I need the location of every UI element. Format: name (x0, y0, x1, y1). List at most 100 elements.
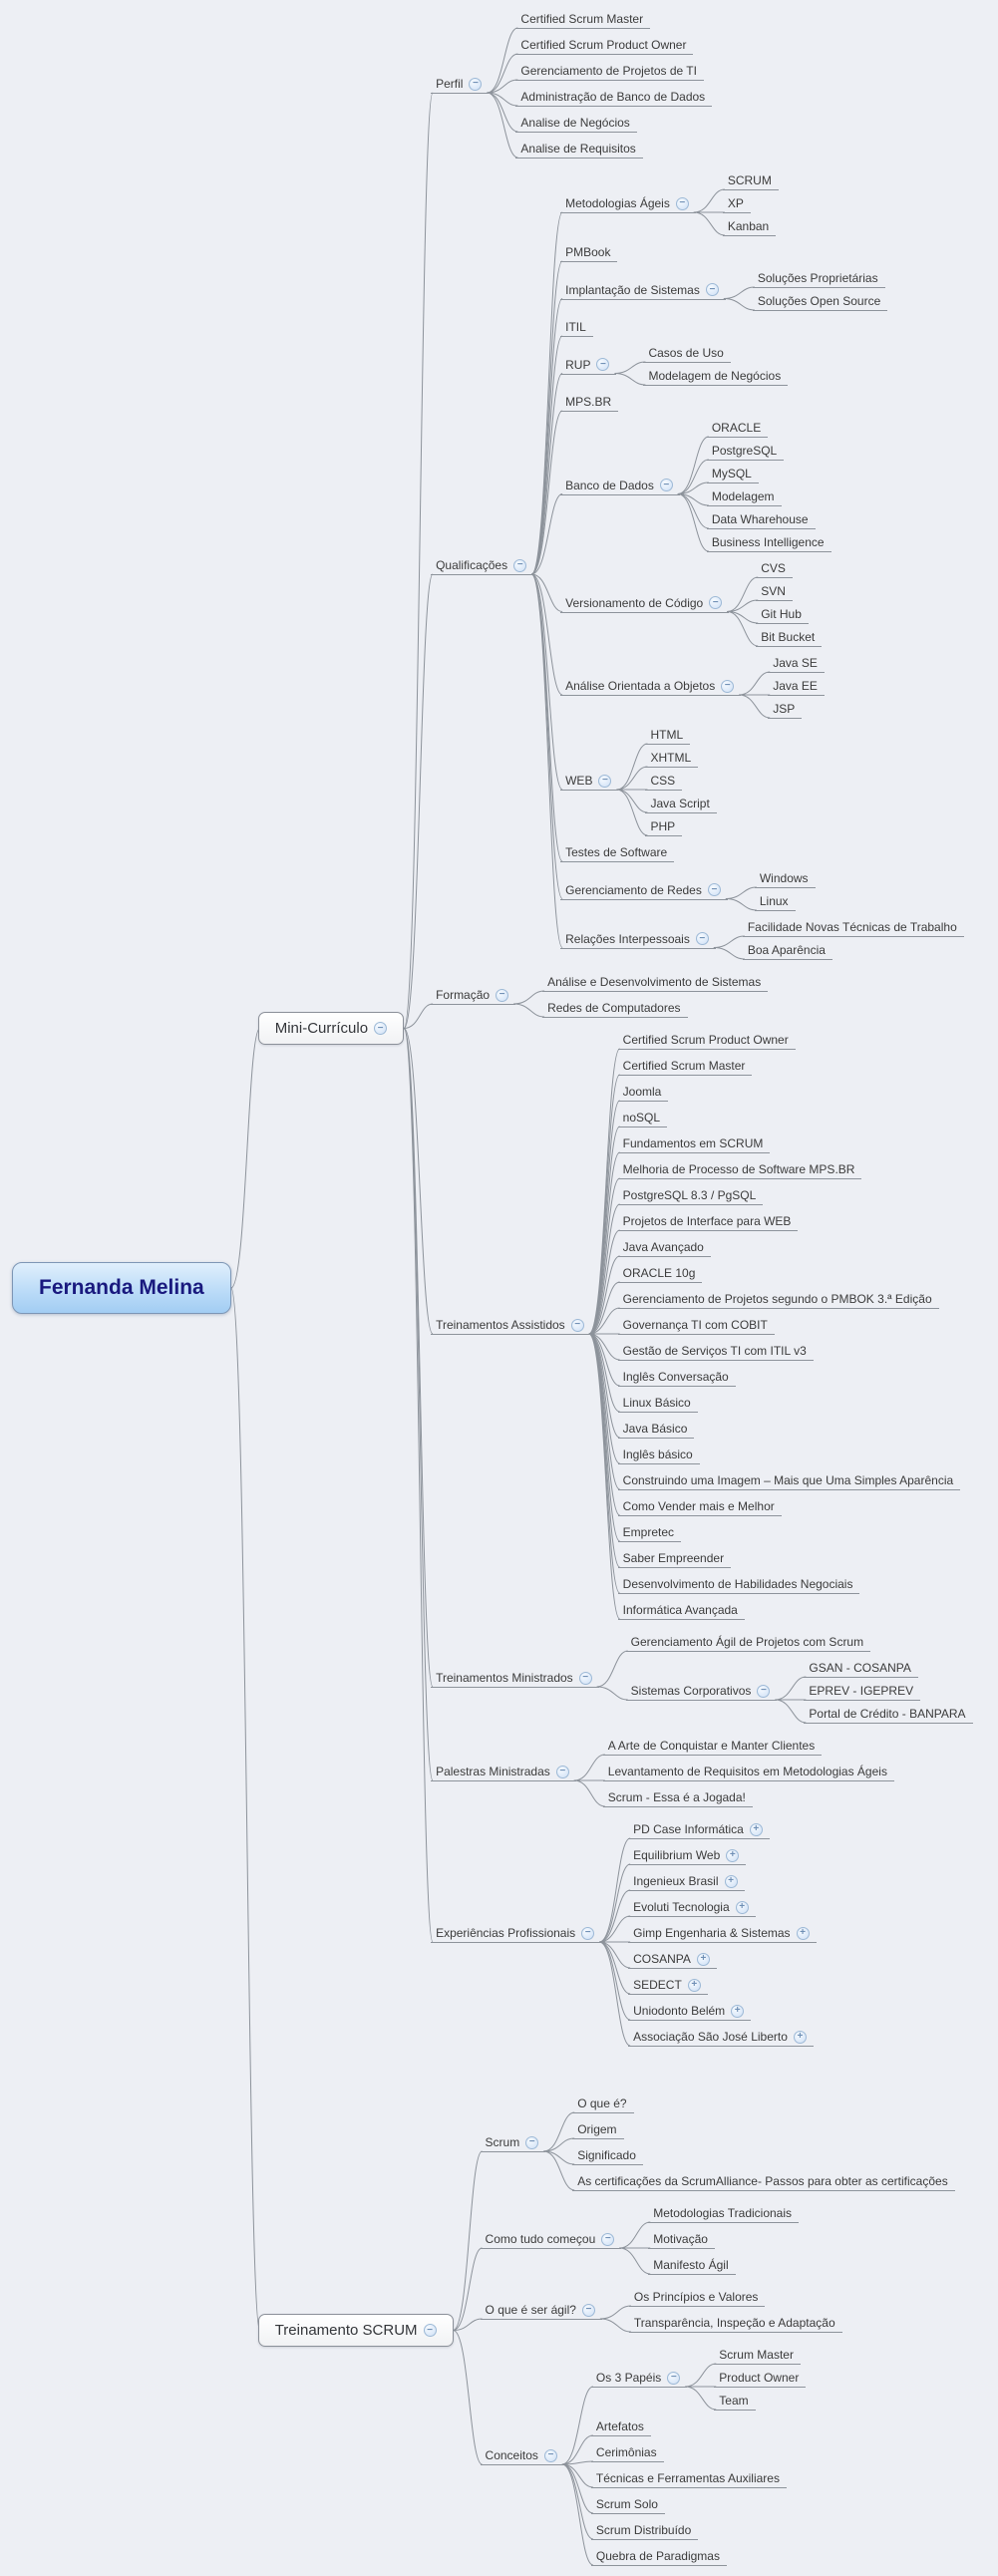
node-ingles-basico[interactable]: Inglês básico (617, 1447, 700, 1464)
node-os-principios-e-valores[interactable]: Os Princípios e Valores (628, 2289, 766, 2307)
node-relacoes-interpessoais[interactable]: Relações Interpessoais− (560, 931, 716, 949)
collapse-icon[interactable]: − (469, 77, 483, 91)
node-bit-bucket[interactable]: Bit Bucket (756, 629, 823, 647)
node-como-vender-mais-e-melhor[interactable]: Como Vender mais e Melhor (617, 1498, 782, 1516)
node-analise-orientada-a-objetos[interactable]: Análise Orientada a Objetos− (560, 678, 742, 696)
node-mini-curriculo[interactable]: Mini-Currículo− (257, 1012, 405, 1045)
node-ingenieux-brasil[interactable]: Ingenieux Brasil+ (628, 1873, 745, 1891)
node-java-script[interactable]: Java Script (645, 796, 717, 813)
node-java-se[interactable]: Java SE (768, 655, 825, 673)
collapse-icon[interactable]: − (596, 358, 610, 371)
collapse-icon[interactable]: − (695, 932, 709, 945)
node-o-que-e[interactable]: O que é? (572, 2095, 634, 2113)
node-cosanpa[interactable]: COSANPA+ (628, 1951, 717, 1969)
collapse-icon[interactable]: − (496, 988, 509, 1002)
node-quebra-de-paradigmas[interactable]: Quebra de Paradigmas (590, 2548, 727, 2566)
node-eprev-igeprev[interactable]: EPREV - IGEPREV (804, 1683, 921, 1701)
node-certified-scrum-master[interactable]: Certified Scrum Master (617, 1058, 753, 1076)
node-levantamento-de-requisitos-em-metodologias-ageis[interactable]: Levantamento de Requisitos em Metodologi… (602, 1764, 894, 1781)
node-analise-e-desenvolvimento-de-sistemas[interactable]: Análise e Desenvolvimento de Sistemas (542, 974, 769, 992)
node-windows[interactable]: Windows (754, 870, 816, 888)
node-oracle[interactable]: ORACLE (706, 420, 769, 438)
node-gsan-cosanpa[interactable]: GSAN - COSANPA (804, 1660, 918, 1678)
node-palestras-ministradas[interactable]: Palestras Ministradas− (431, 1764, 576, 1781)
node-metodologias-tradicionais[interactable]: Metodologias Tradicionais (648, 2205, 800, 2223)
collapse-icon[interactable]: − (513, 558, 527, 572)
node-as-certificacoes-da-scrumalliance-passos-para-ob[interactable]: As certificações da ScrumAlliance- Passo… (572, 2173, 955, 2191)
node-gerenciamento-agil-de-projetos-com-scrum[interactable]: Gerenciamento Ágil de Projetos com Scrum (625, 1634, 871, 1652)
expand-icon[interactable]: + (687, 1978, 701, 1992)
node-gestao-de-servicos-ti-com-itil-v3[interactable]: Gestão de Serviços TI com ITIL v3 (617, 1343, 814, 1361)
node-significado[interactable]: Significado (572, 2147, 643, 2165)
node-testes-de-software[interactable]: Testes de Software (560, 844, 675, 862)
node-metodologias-ageis[interactable]: Metodologias Ágeis− (560, 195, 696, 213)
node-git-hub[interactable]: Git Hub (756, 606, 809, 624)
node-casos-de-uso[interactable]: Casos de Uso (643, 345, 731, 363)
node-data-wharehouse[interactable]: Data Wharehouse (706, 511, 816, 529)
node-php[interactable]: PHP (645, 818, 683, 836)
node-facilidade-novas-tecnicas-de-trabalho[interactable]: Facilidade Novas Técnicas de Trabalho (742, 919, 964, 937)
node-formacao[interactable]: Formação− (431, 987, 516, 1005)
expand-icon[interactable]: + (731, 2004, 745, 2018)
node-governanca-ti-com-cobit[interactable]: Governança TI com COBIT (617, 1317, 775, 1335)
node-nosql[interactable]: noSQL (617, 1110, 668, 1127)
node-product-owner[interactable]: Product Owner (714, 2370, 807, 2388)
node-business-intelligence[interactable]: Business Intelligence (706, 534, 832, 552)
node-kanban[interactable]: Kanban (722, 218, 777, 236)
node-pmbook[interactable]: PMBook (560, 244, 618, 262)
node-transparencia-inspecao-e-adaptacao[interactable]: Transparência, Inspeção e Adaptação (628, 2315, 842, 2333)
node-uniodonto-belem[interactable]: Uniodonto Belém+ (628, 2003, 752, 2021)
node-jsp[interactable]: JSP (768, 701, 803, 719)
node-projetos-de-interface-para-web[interactable]: Projetos de Interface para WEB (617, 1213, 799, 1231)
node-joomla[interactable]: Joomla (617, 1084, 669, 1102)
node-certified-scrum-master[interactable]: Certified Scrum Master (515, 11, 651, 29)
collapse-icon[interactable]: − (581, 1926, 595, 1940)
collapse-icon[interactable]: − (374, 1022, 388, 1035)
expand-icon[interactable]: + (749, 1822, 763, 1836)
collapse-icon[interactable]: − (598, 774, 612, 788)
node-redes-de-computadores[interactable]: Redes de Computadores (542, 1000, 688, 1018)
node-perfil[interactable]: Perfil− (431, 76, 490, 94)
expand-icon[interactable]: + (696, 1952, 710, 1966)
node-informatica-avancada[interactable]: Informática Avançada (617, 1602, 745, 1620)
collapse-icon[interactable]: − (578, 1671, 592, 1685)
collapse-icon[interactable]: − (581, 2303, 595, 2317)
node-scrum-master[interactable]: Scrum Master (714, 2347, 801, 2365)
expand-icon[interactable]: + (793, 2030, 807, 2044)
node-desenvolvimento-de-habilidades-negociais[interactable]: Desenvolvimento de Habilidades Negociais (617, 1576, 860, 1594)
node-gerenciamento-de-projetos-segundo-o-pmbok-3-edic[interactable]: Gerenciamento de Projetos segundo o PMBO… (617, 1291, 939, 1309)
node-mps-br[interactable]: MPS.BR (560, 394, 619, 412)
node-solucoes-open-source[interactable]: Soluções Open Source (752, 293, 888, 311)
node-postgresql-8-3-pgsql[interactable]: PostgreSQL 8.3 / PgSQL (617, 1187, 764, 1205)
collapse-icon[interactable]: − (675, 196, 689, 210)
collapse-icon[interactable]: − (757, 1684, 771, 1698)
node-certified-scrum-product-owner[interactable]: Certified Scrum Product Owner (617, 1032, 796, 1050)
node-saber-empreender[interactable]: Saber Empreender (617, 1550, 732, 1568)
node-treinamento-scrum[interactable]: Treinamento SCRUM− (257, 2314, 454, 2347)
expand-icon[interactable]: + (735, 1900, 749, 1914)
node-melhoria-de-processo-de-software-mps-br[interactable]: Melhoria de Processo de Software MPS.BR (617, 1161, 862, 1179)
node-web[interactable]: WEB− (560, 773, 619, 791)
node-equilibrium-web[interactable]: Equilibrium Web+ (628, 1847, 747, 1865)
node-sistemas-corporativos[interactable]: Sistemas Corporativos− (625, 1683, 778, 1701)
node-manifesto-agil[interactable]: Manifesto Ágil (648, 2257, 736, 2275)
collapse-icon[interactable]: − (705, 283, 719, 296)
node-scrum-solo[interactable]: Scrum Solo (590, 2496, 665, 2514)
node-modelagem-de-negocios[interactable]: Modelagem de Negócios (643, 368, 789, 386)
node-cerimonias[interactable]: Cerimônias (590, 2444, 664, 2462)
node-administracao-de-banco-de-dados[interactable]: Administração de Banco de Dados (515, 89, 713, 107)
node-itil[interactable]: ITIL (560, 319, 593, 337)
node-xhtml[interactable]: XHTML (645, 750, 699, 768)
collapse-icon[interactable]: − (721, 679, 735, 693)
node-motivacao[interactable]: Motivação (648, 2231, 715, 2249)
node-java-ee[interactable]: Java EE (768, 678, 825, 696)
collapse-icon[interactable]: − (601, 2232, 615, 2246)
node-solucoes-proprietarias[interactable]: Soluções Proprietárias (752, 270, 885, 288)
node-o-que-e-ser-agil[interactable]: O que é ser ágil?− (480, 2302, 602, 2320)
node-sedect[interactable]: SEDECT+ (628, 1977, 708, 1995)
collapse-icon[interactable]: − (667, 2371, 681, 2385)
node-evoluti-tecnologia[interactable]: Evoluti Tecnologia+ (628, 1899, 756, 1917)
node-origem[interactable]: Origem (572, 2121, 624, 2139)
node-mysql[interactable]: MySQL (706, 466, 759, 483)
collapse-icon[interactable]: − (570, 1318, 584, 1332)
